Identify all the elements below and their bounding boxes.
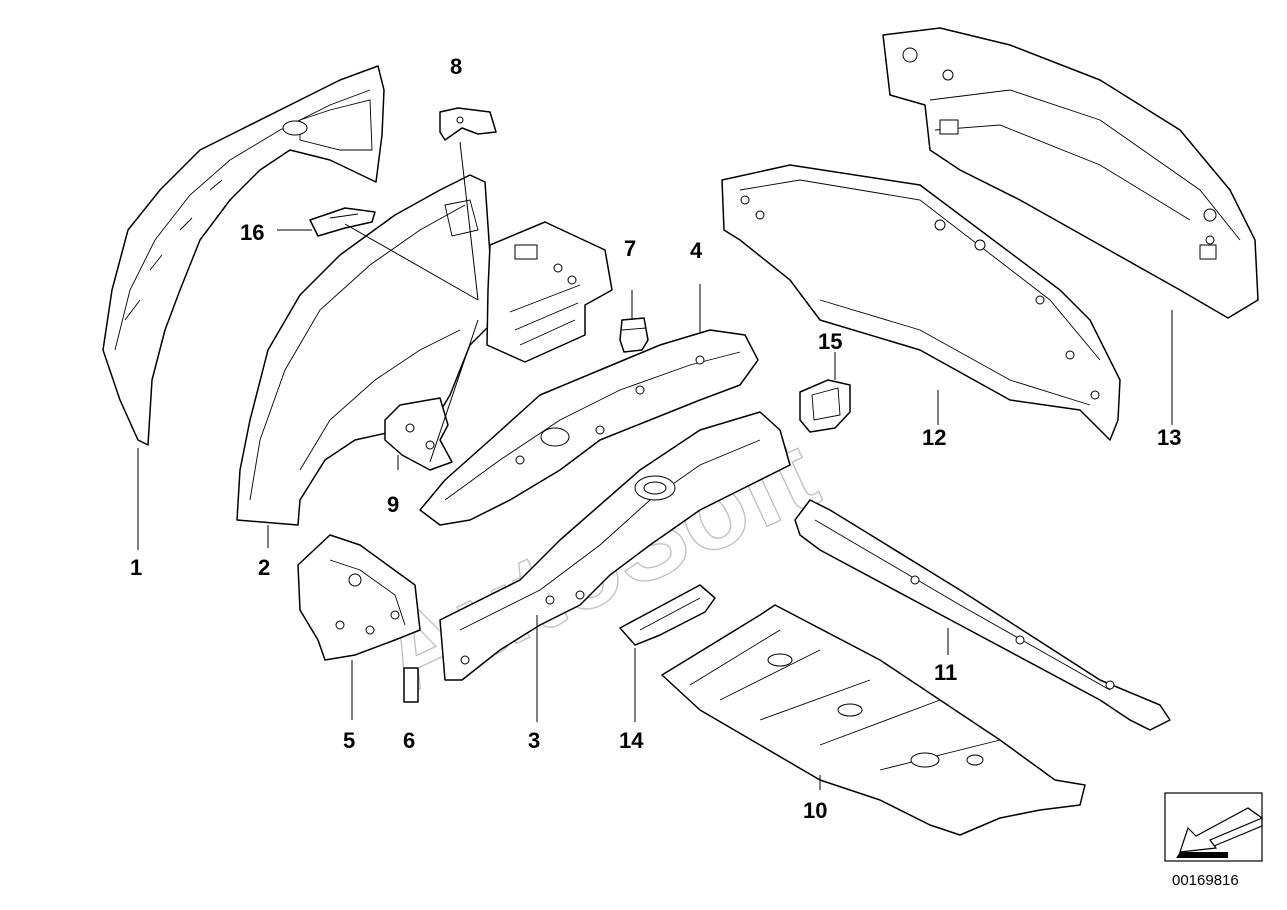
part-12-heel-panel[interactable]	[721, 164, 1121, 441]
callout-labels: 1 2 3 4 5 6 7 8 9 10 11 12 13 14 15 16	[130, 54, 1181, 823]
part-15-clip[interactable]	[799, 379, 851, 433]
document-number: 00169816	[1172, 872, 1239, 889]
arrow-down-left-icon[interactable]	[1164, 792, 1264, 862]
part-13-rear-panel[interactable]	[882, 27, 1259, 319]
part-7-clip[interactable]	[619, 317, 649, 353]
callout-3: 3	[528, 728, 540, 753]
callout-6: 6	[403, 728, 415, 753]
part-6-small-plate[interactable]	[403, 667, 419, 703]
part-5-bracket[interactable]	[297, 534, 421, 661]
part-9-bracket[interactable]	[384, 397, 453, 471]
callout-14: 14	[619, 728, 644, 753]
leader-lines	[137, 141, 1173, 790]
callout-5: 5	[343, 728, 355, 753]
callout-13: 13	[1157, 425, 1181, 450]
callout-8: 8	[450, 54, 462, 79]
part-11-cross-rail[interactable]	[794, 499, 1171, 731]
callout-12: 12	[922, 425, 946, 450]
callout-7: 7	[624, 236, 636, 261]
part-8-top-bracket[interactable]	[439, 107, 497, 141]
callout-4: 4	[690, 238, 703, 263]
part-2-rear-bracket[interactable]	[486, 221, 613, 363]
callout-1: 1	[130, 555, 142, 580]
part-4-upper-member[interactable]	[419, 329, 759, 526]
callout-2: 2	[258, 555, 270, 580]
callout-16: 16	[240, 220, 264, 245]
part-10-floor-panel[interactable]	[661, 604, 1086, 836]
callout-9: 9	[387, 492, 399, 517]
part-1-wheel-arch-panel[interactable]	[102, 65, 385, 446]
callout-15: 15	[818, 329, 842, 354]
part-14-bracket[interactable]	[619, 584, 716, 646]
part-16-bracket[interactable]	[309, 207, 376, 237]
part-3-longitudinal-member[interactable]	[439, 411, 791, 681]
callout-11: 11	[934, 660, 957, 685]
callout-10: 10	[803, 798, 827, 823]
